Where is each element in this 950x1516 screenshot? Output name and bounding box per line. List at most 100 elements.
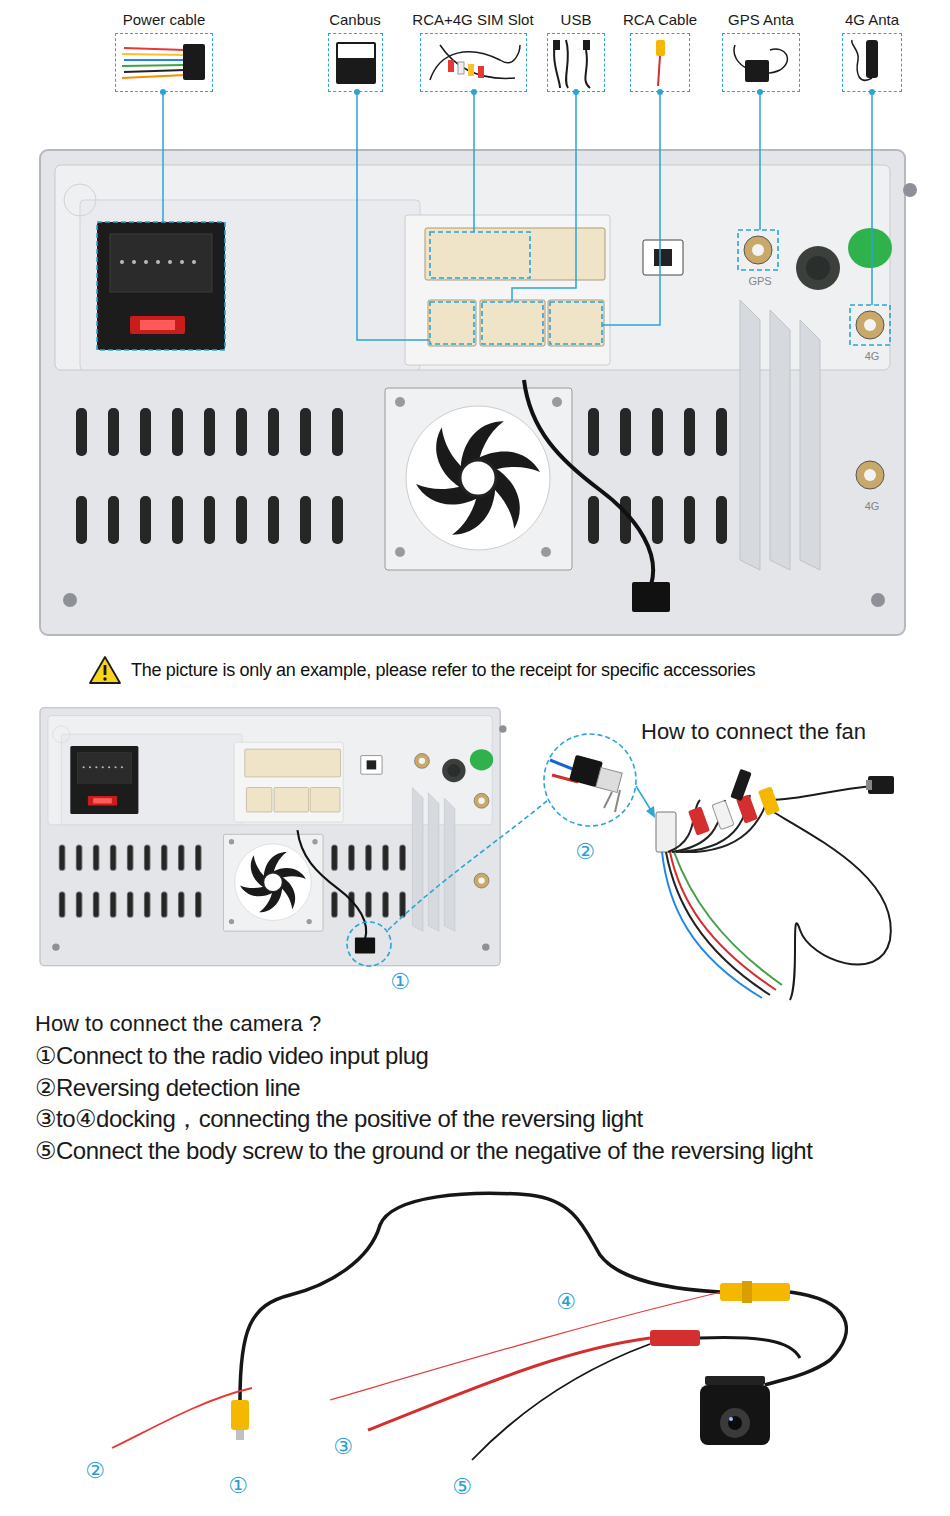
illustration-part: [730, 769, 752, 801]
illustration-part: [103, 677, 106, 680]
illustration-part: [657, 89, 663, 95]
illustration-part: [604, 790, 620, 812]
head-unit-large: [40, 150, 917, 635]
accessory-name: 4G Anta: [842, 10, 902, 30]
dashed-frame: [420, 33, 527, 92]
illustration-part: [866, 40, 878, 78]
accessory-box: RCA+4G SIM Slot: [410, 10, 536, 92]
section-heading: How to connect the fan: [641, 718, 866, 746]
accessory-name: RCA Cable: [621, 10, 700, 30]
section-heading: How to connect the camera ?: [35, 1008, 940, 1040]
accessory-box: RCA Cable: [621, 10, 700, 92]
illustration-part: [636, 786, 652, 812]
illustration-part: [850, 305, 890, 345]
illustration-part: [688, 806, 710, 835]
illustration-part: [97, 222, 225, 350]
illustration-part: [104, 665, 107, 675]
illustration-part: [354, 89, 360, 95]
fan-zoom: [347, 734, 655, 966]
callout-number: ③: [333, 1433, 353, 1461]
illustration-part: [468, 64, 474, 76]
instruction-line: ③to④docking，connecting the positive of t…: [35, 1103, 940, 1135]
accessory-box: Canbus: [327, 10, 383, 92]
illustration-part: [183, 44, 205, 80]
callout-number: ②: [85, 1457, 105, 1485]
illustration-part: [236, 1430, 244, 1440]
accessory-name: USB: [547, 10, 605, 30]
illustration-part: [712, 800, 734, 829]
illustration-part: [90, 657, 120, 683]
callout-number: ④: [556, 1288, 576, 1316]
illustration-part: [124, 70, 185, 72]
illustration-part: [869, 89, 875, 95]
illustration-part: [544, 734, 636, 826]
illustration-part: [231, 1400, 249, 1430]
illustration-part: [553, 40, 560, 50]
illustration-part: [472, 1344, 650, 1460]
dashed-frame: [630, 33, 690, 92]
instruction-line: ①Connect to the radio video input plug: [35, 1040, 940, 1072]
illustration-part: [240, 1193, 720, 1400]
port-highlight: [97, 222, 890, 350]
instruction-block: How to connect the camera ?①Connect to t…: [35, 1008, 940, 1166]
illustration-part: [770, 810, 891, 1000]
accessory-box: 4G Anta: [842, 10, 902, 92]
illustration-part: [357, 92, 430, 340]
illustration-part: [662, 786, 891, 1000]
harness-picture: [656, 769, 894, 1000]
illustration-part: [122, 48, 185, 78]
illustration-part: [729, 1417, 733, 1421]
port-mark: 4G: [865, 350, 880, 364]
illustration-part: [700, 1385, 770, 1445]
illustration-part: [122, 65, 185, 66]
illustration-part: [160, 89, 166, 95]
leader-line: [163, 92, 872, 340]
dashed-frame: [328, 33, 383, 92]
illustration-part: [448, 60, 454, 72]
illustration-part: [550, 760, 575, 770]
warning-icon: [90, 657, 120, 683]
illustration-part: [674, 852, 782, 985]
illustration-part: [122, 75, 185, 78]
illustration-part: [430, 232, 530, 278]
illustration-part: [602, 92, 660, 325]
accessory-name: Canbus: [327, 10, 383, 30]
illustration-part: [388, 800, 548, 930]
illustration-part: [162, 92, 164, 222]
dashed-frame: [722, 33, 800, 92]
head-unit-small: [40, 708, 507, 966]
illustration-part: [430, 302, 474, 344]
accessory-box: Power cable: [115, 10, 213, 92]
illustration-part: [656, 40, 665, 56]
illustration-part: [658, 56, 660, 86]
illustration-part: [347, 922, 391, 966]
illustration-part: [758, 786, 780, 815]
accessory-pictures: [122, 40, 878, 88]
illustration-part: [745, 60, 769, 82]
instruction-line: ②Reversing detection line: [35, 1072, 940, 1104]
illustration-part: [471, 89, 477, 95]
illustration-part: [757, 89, 763, 95]
accessory-name: GPS Anta: [722, 10, 800, 30]
illustration-part: [112, 1388, 252, 1448]
illustration-part: [124, 59, 185, 61]
illustration-part: [585, 50, 590, 88]
accessory-name: Power cable: [115, 10, 213, 30]
illustration-part: [871, 92, 873, 305]
illustration-part: [680, 790, 772, 852]
illustration-part: [720, 1283, 790, 1301]
illustration-part: [368, 1338, 650, 1430]
illustration-part: [430, 45, 520, 80]
illustration-part: [742, 1281, 752, 1303]
illustration-part: [122, 54, 185, 55]
illustration-part: [759, 92, 761, 230]
illustration-part: [738, 230, 778, 270]
dashed-frame: [115, 33, 213, 92]
illustration-part: [720, 1408, 750, 1438]
illustration-part: [338, 44, 374, 58]
illustration-part: [866, 780, 872, 790]
illustration-part: [770, 786, 872, 800]
accessory-box: GPS Anta: [722, 10, 800, 92]
